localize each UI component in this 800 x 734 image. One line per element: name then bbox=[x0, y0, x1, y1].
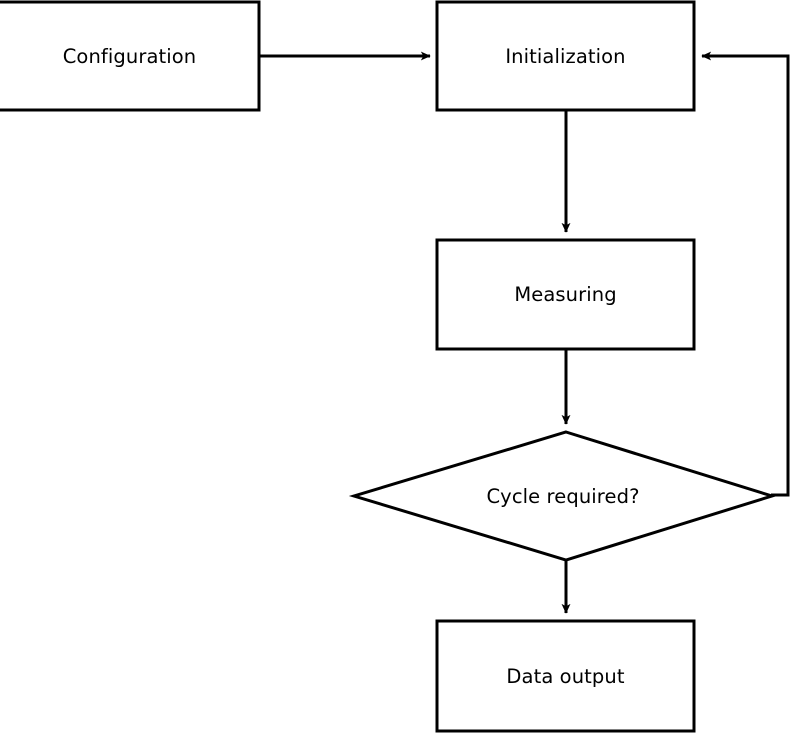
node-cycle-required-shape[interactable] bbox=[348, 430, 778, 562]
edge-cycle-required-to-initialization-feedback bbox=[701, 51, 790, 497]
node-measuring-shape[interactable] bbox=[435, 238, 696, 351]
node-configuration-shape[interactable] bbox=[0, 0, 261, 112]
node-data-output-shape[interactable] bbox=[435, 619, 696, 733]
node-initialization-shape[interactable] bbox=[435, 0, 696, 112]
